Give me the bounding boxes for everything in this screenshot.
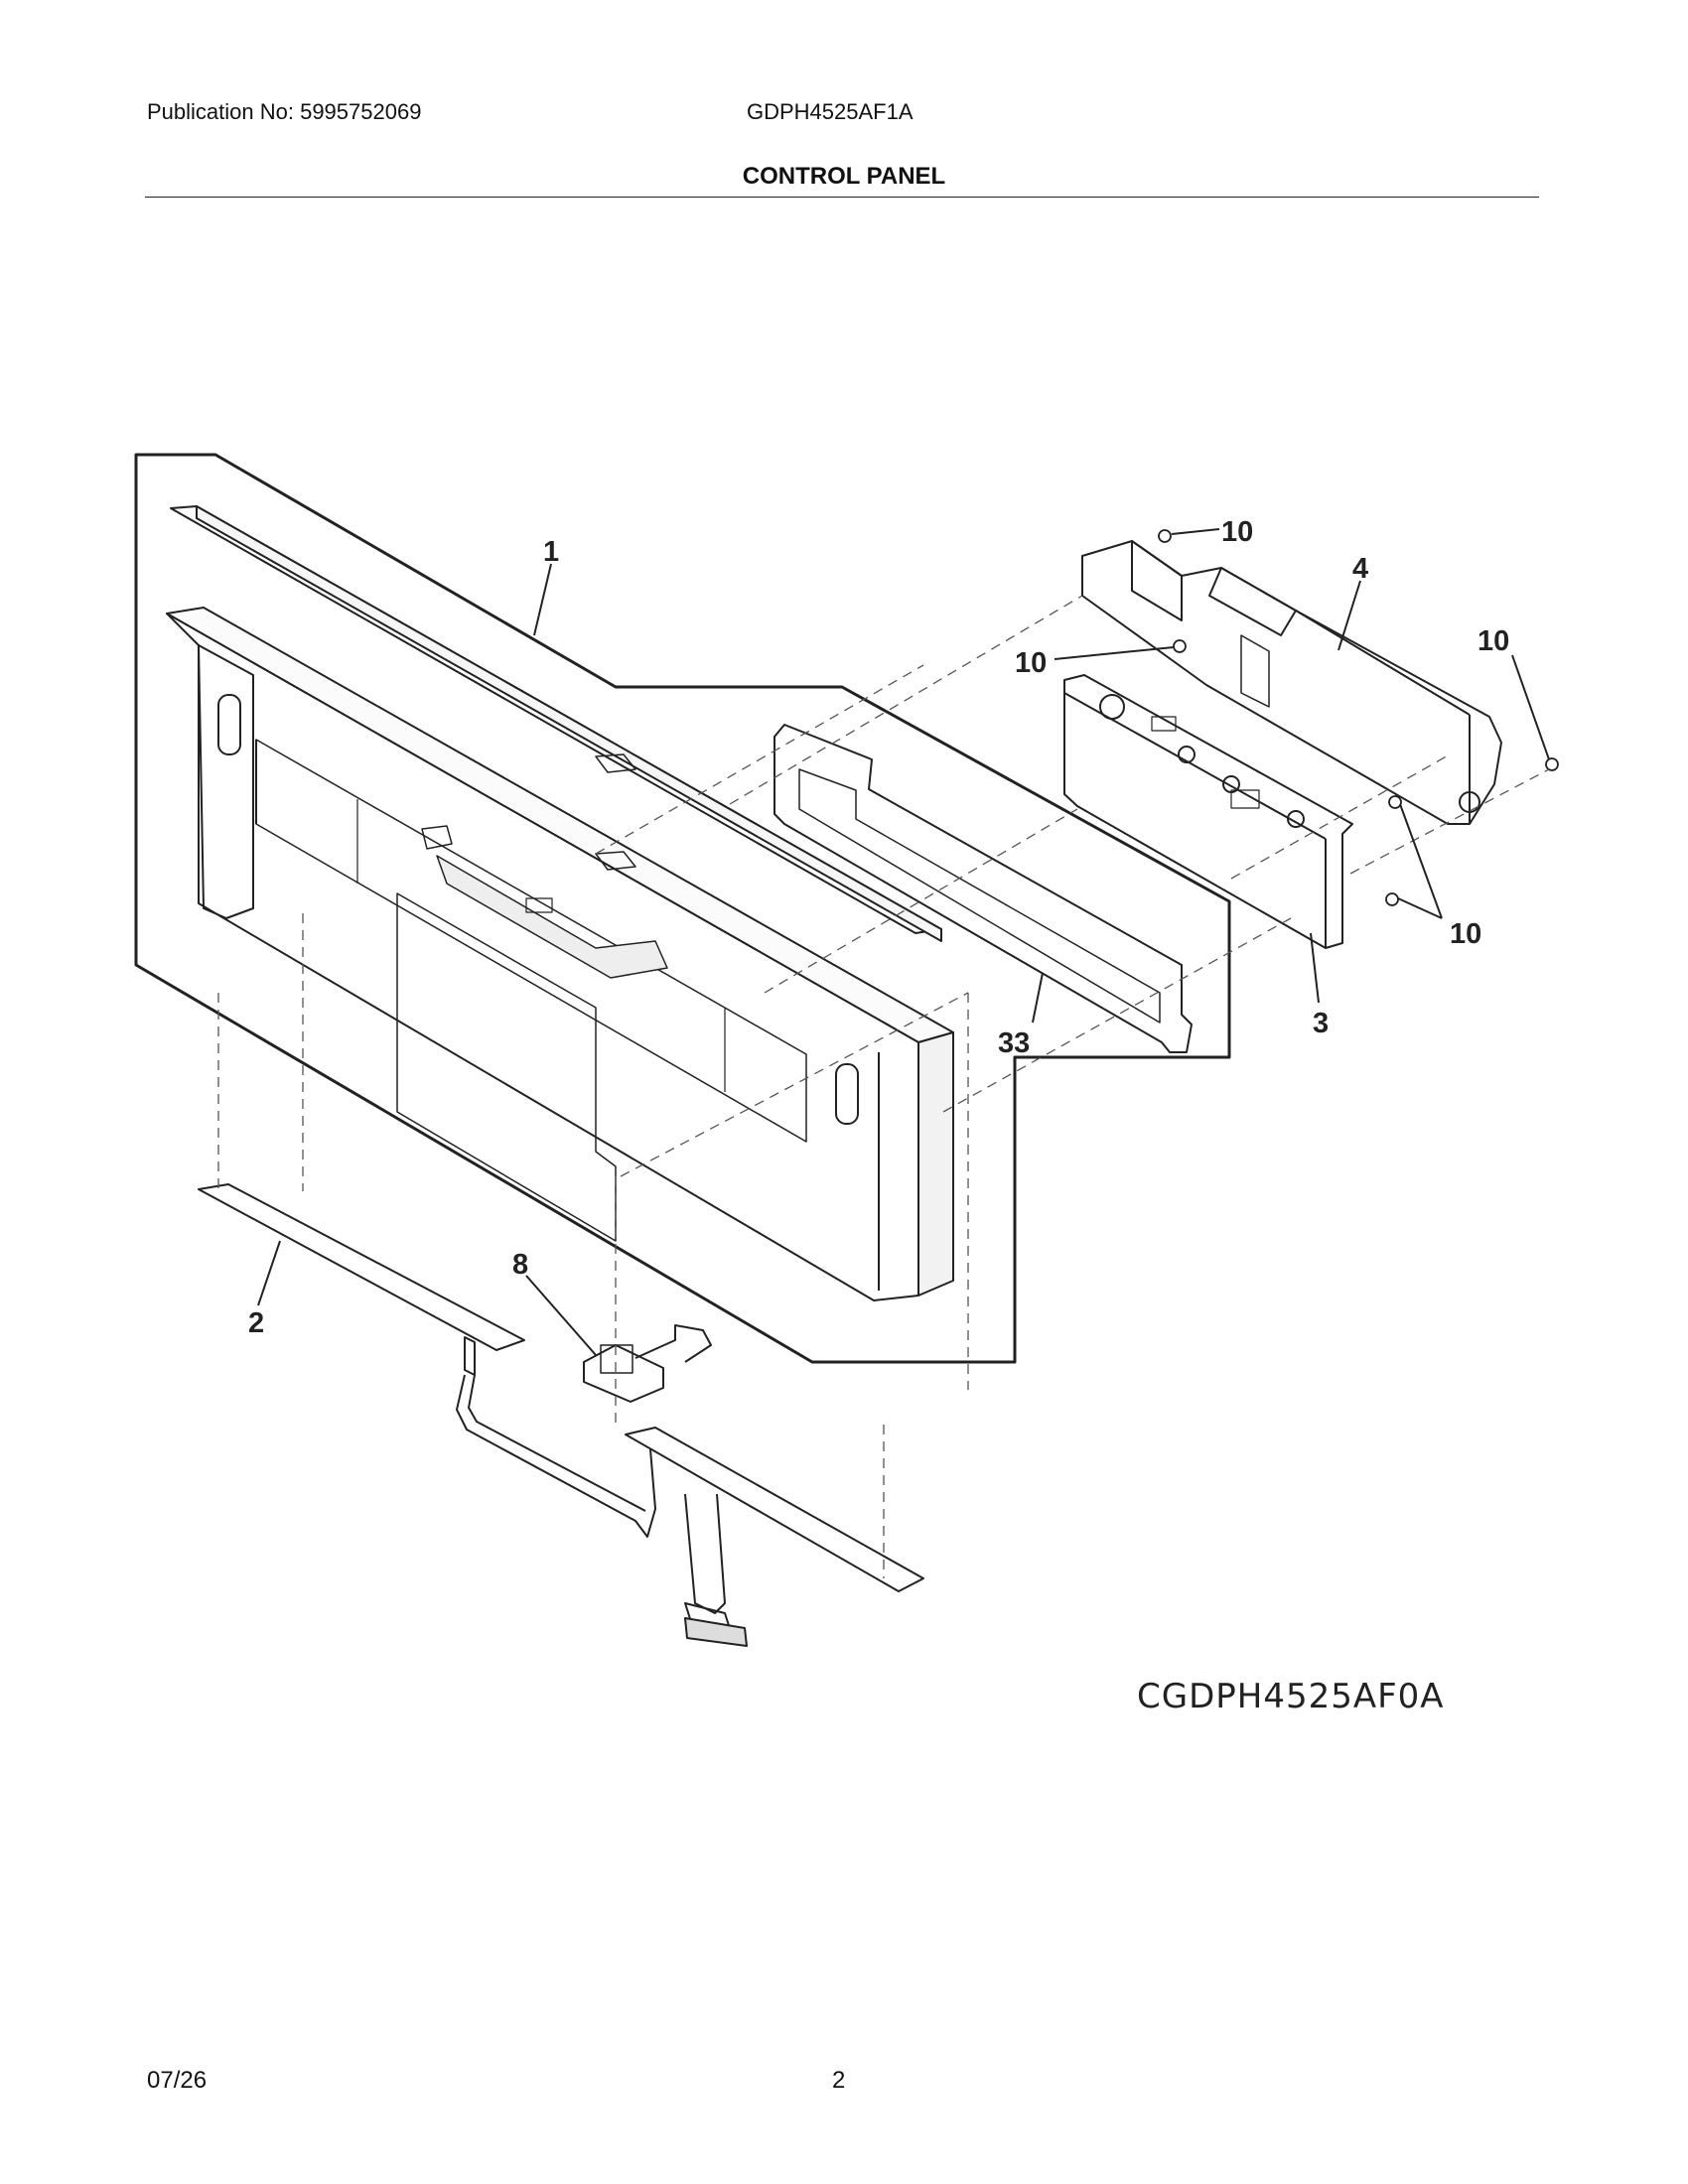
figure-code: CGDPH4525AF0A bbox=[1137, 1677, 1445, 1716]
callout-8: 8 bbox=[512, 1249, 528, 1281]
overlay-strip bbox=[170, 505, 942, 942]
callout-10-top: 10 bbox=[1221, 516, 1253, 548]
callout-labels: 1 2 3 4 8 10 10 10 10 33 bbox=[248, 516, 1509, 1339]
control-board bbox=[1063, 674, 1353, 949]
callout-33: 33 bbox=[998, 1027, 1030, 1059]
callout-4: 4 bbox=[1352, 553, 1368, 585]
publication-date: 07/26 bbox=[147, 2067, 208, 2094]
callout-2: 2 bbox=[248, 1307, 264, 1339]
leader-lines bbox=[257, 528, 1550, 1356]
callout-3: 3 bbox=[1313, 1008, 1329, 1039]
gasket-frame bbox=[774, 724, 1193, 1053]
page-number: 2 bbox=[832, 2067, 846, 2094]
assembly-outline bbox=[134, 453, 1231, 1364]
callout-10-left: 10 bbox=[1015, 647, 1047, 679]
callout-1: 1 bbox=[543, 536, 559, 568]
callout-10-bottom: 10 bbox=[1450, 918, 1481, 950]
control-housing bbox=[1081, 540, 1502, 825]
model-number: GDPH4525AF1A bbox=[747, 99, 914, 124]
console-panel bbox=[166, 607, 954, 1301]
section-title: CONTROL PANEL bbox=[742, 163, 946, 190]
callout-10-right: 10 bbox=[1477, 625, 1509, 657]
publication-number: Publication No: 5995752069 bbox=[147, 99, 422, 124]
alignment-lines bbox=[217, 595, 1550, 1578]
door-switch bbox=[583, 1324, 712, 1403]
header-rule bbox=[145, 197, 1539, 198]
